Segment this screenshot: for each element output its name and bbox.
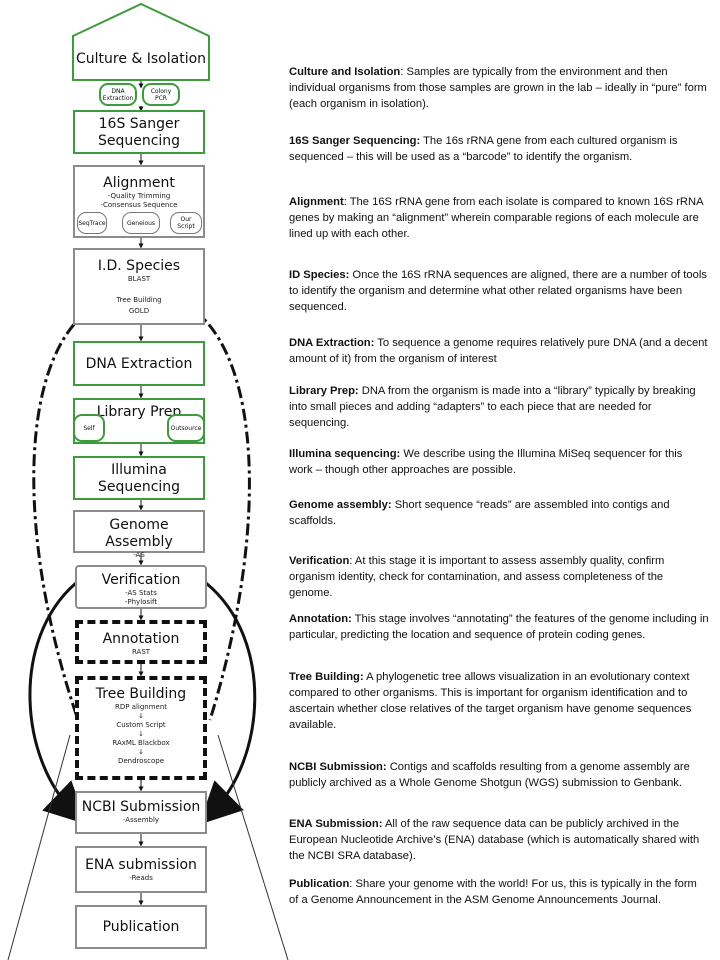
desc-culture-isolation: Culture and Isolation: Samples are typic… <box>289 66 707 110</box>
desc-tree-building: Tree Building: A phylogenetic tree allow… <box>289 671 692 731</box>
ena-submission-step: ENA submission -Reads <box>75 846 207 893</box>
id-species-step: I.D. Species BLAST Tree Building GOLD <box>73 248 205 325</box>
tree-building-step: Tree Building RDP alignment ↓ Custom Scr… <box>75 676 207 780</box>
desc-publication: Publication: Share your genome with the … <box>289 878 697 906</box>
verification-detail-2: -Phylosift <box>124 598 158 606</box>
genome-assembly-step: Genome Assembly -AS <box>73 510 205 559</box>
culture-isolation-title: Culture & Isolation <box>75 51 207 67</box>
our-script-pill: Our Script <box>170 212 202 234</box>
tree-building-mini-label: Tree Building <box>116 296 162 304</box>
dna-extraction-step: DNA Extraction <box>73 341 205 386</box>
ncbi-detail: -Assembly <box>122 816 160 824</box>
outsource-pill: Outsource <box>167 414 205 442</box>
tree-step-raxml: RAxML Blackbox <box>112 739 170 747</box>
library-prep-title: Library Prep <box>96 404 182 420</box>
desc-genome-assembly: Genome assembly: Short sequence “reads” … <box>289 499 670 527</box>
alignment-detail-1: -Quality Trimming <box>107 192 171 200</box>
geneious-pill: Geneious <box>122 212 160 234</box>
desc-alignment: Alignment: The 16S rRNA gene from each i… <box>289 196 703 240</box>
publication-step: Publication <box>75 905 207 949</box>
ena-detail: -Reads <box>129 874 153 882</box>
tree-arrow-1: ↓ <box>138 712 144 720</box>
desc-annotation: Annotation: This stage involves “annotat… <box>289 613 709 641</box>
ncbi-title: NCBI Submission <box>81 799 201 815</box>
annotation-detail: RAST <box>131 648 151 656</box>
annotation-step: Annotation RAST <box>75 620 207 664</box>
desc-illumina-sequencing: Illumina sequencing: We describe using t… <box>289 448 683 476</box>
alignment-detail-2: -Consensus Sequence <box>100 201 178 209</box>
annotation-title: Annotation <box>102 631 180 647</box>
alignment-title: Alignment <box>103 175 175 191</box>
seqtrace-pill: SeqTrace <box>77 212 107 234</box>
tree-building-title: Tree Building <box>95 686 187 702</box>
desc-id-species: ID Species: Once the 16S rRNA sequences … <box>289 269 707 313</box>
tree-arrow-2: ↓ <box>138 730 144 738</box>
tree-arrow-3: ↓ <box>138 748 144 756</box>
ena-title: ENA submission <box>85 857 197 873</box>
ncbi-submission-step: NCBI Submission -Assembly <box>75 791 207 834</box>
desc-ncbi-submission: NCBI Submission: Contigs and scaffolds r… <box>289 761 690 789</box>
desc-dna-extraction: DNA Extraction: To sequence a genome req… <box>289 337 708 365</box>
sanger-sequencing-step: 16S Sanger Sequencing <box>73 110 205 154</box>
id-species-title: I.D. Species <box>97 258 181 274</box>
gold-label: GOLD <box>128 307 150 315</box>
dna-extraction-title: DNA Extraction <box>85 356 193 372</box>
dna-extraction-pill: DNA Extraction <box>99 83 137 106</box>
desc-ena-submission: ENA Submission: All of the raw sequence … <box>289 818 700 862</box>
verification-step: Verification -AS Stats -Phylosift <box>75 565 207 609</box>
colony-pcr-pill: Colony PCR <box>142 83 180 106</box>
genome-assembly-title: Genome Assembly <box>105 517 173 550</box>
sanger-title: 16S Sanger Sequencing <box>97 116 181 149</box>
genome-assembly-detail: -AS <box>133 551 145 559</box>
blast-label: BLAST <box>127 275 151 283</box>
culture-isolation-step: Culture & Isolation <box>75 51 207 71</box>
desc-library-prep: Library Prep: DNA from the organism is m… <box>289 385 696 429</box>
desc-verification: Verification: At this stage it is import… <box>289 555 665 599</box>
tree-step-dendroscope: Dendroscope <box>117 757 165 765</box>
illumina-title: Illumina Sequencing <box>97 462 181 495</box>
illumina-sequencing-step: Illumina Sequencing <box>73 456 205 500</box>
tree-step-custom-script: Custom Script <box>116 721 166 729</box>
publication-title: Publication <box>102 919 180 935</box>
tree-step-rdp: RDP alignment <box>114 703 168 711</box>
self-pill: Self <box>73 414 105 442</box>
verification-title: Verification <box>101 572 181 588</box>
verification-detail-1: -AS Stats <box>125 589 157 597</box>
desc-16s-sanger: 16S Sanger Sequencing: The 16s rRNA gene… <box>289 135 678 163</box>
